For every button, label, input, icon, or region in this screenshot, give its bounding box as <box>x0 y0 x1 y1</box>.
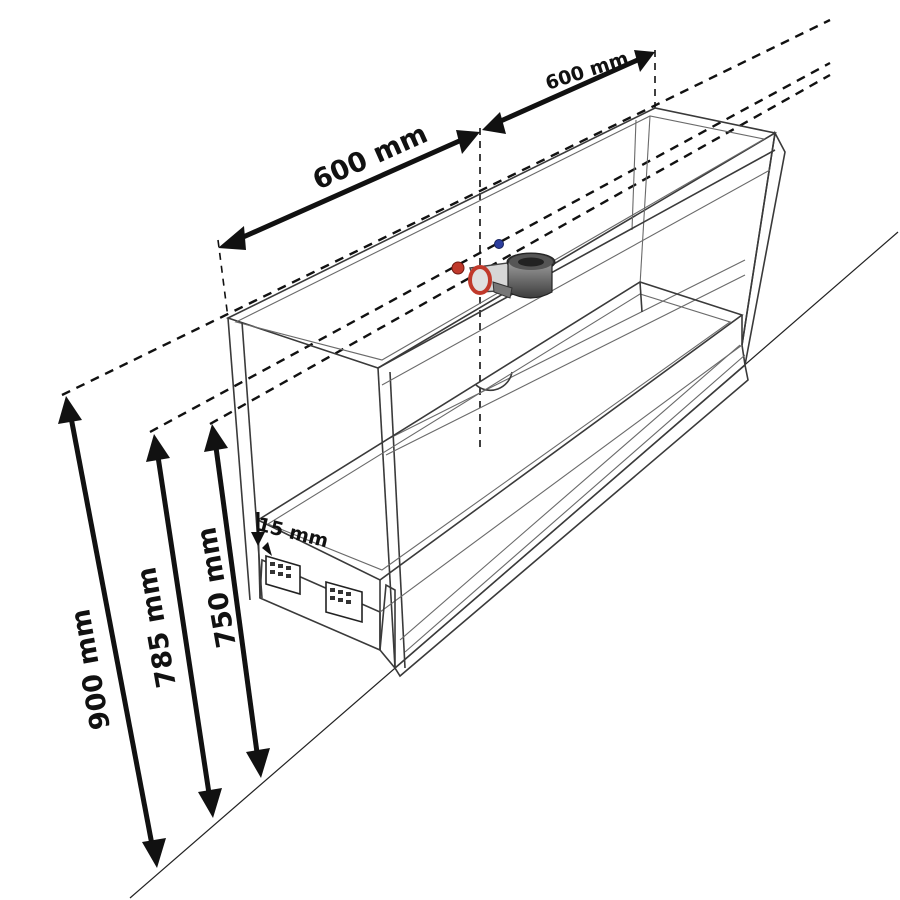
hot-water-valve-icon <box>451 261 465 275</box>
drawer-runner-icon <box>265 554 363 624</box>
cabinet-body <box>225 107 786 678</box>
reference-dashed-lines <box>61 18 831 450</box>
width-right-label: 600 mm <box>543 47 631 94</box>
cold-water-valve-icon <box>494 239 504 249</box>
gap-dimension: 15 mm <box>251 512 331 556</box>
width-left-label: 600 mm <box>308 118 432 196</box>
height-dimension-750: 750 mm <box>191 424 270 778</box>
drawer <box>256 281 744 671</box>
sink-siphon-icon <box>468 252 556 299</box>
width-dimension-left: 600 mm <box>218 118 480 250</box>
